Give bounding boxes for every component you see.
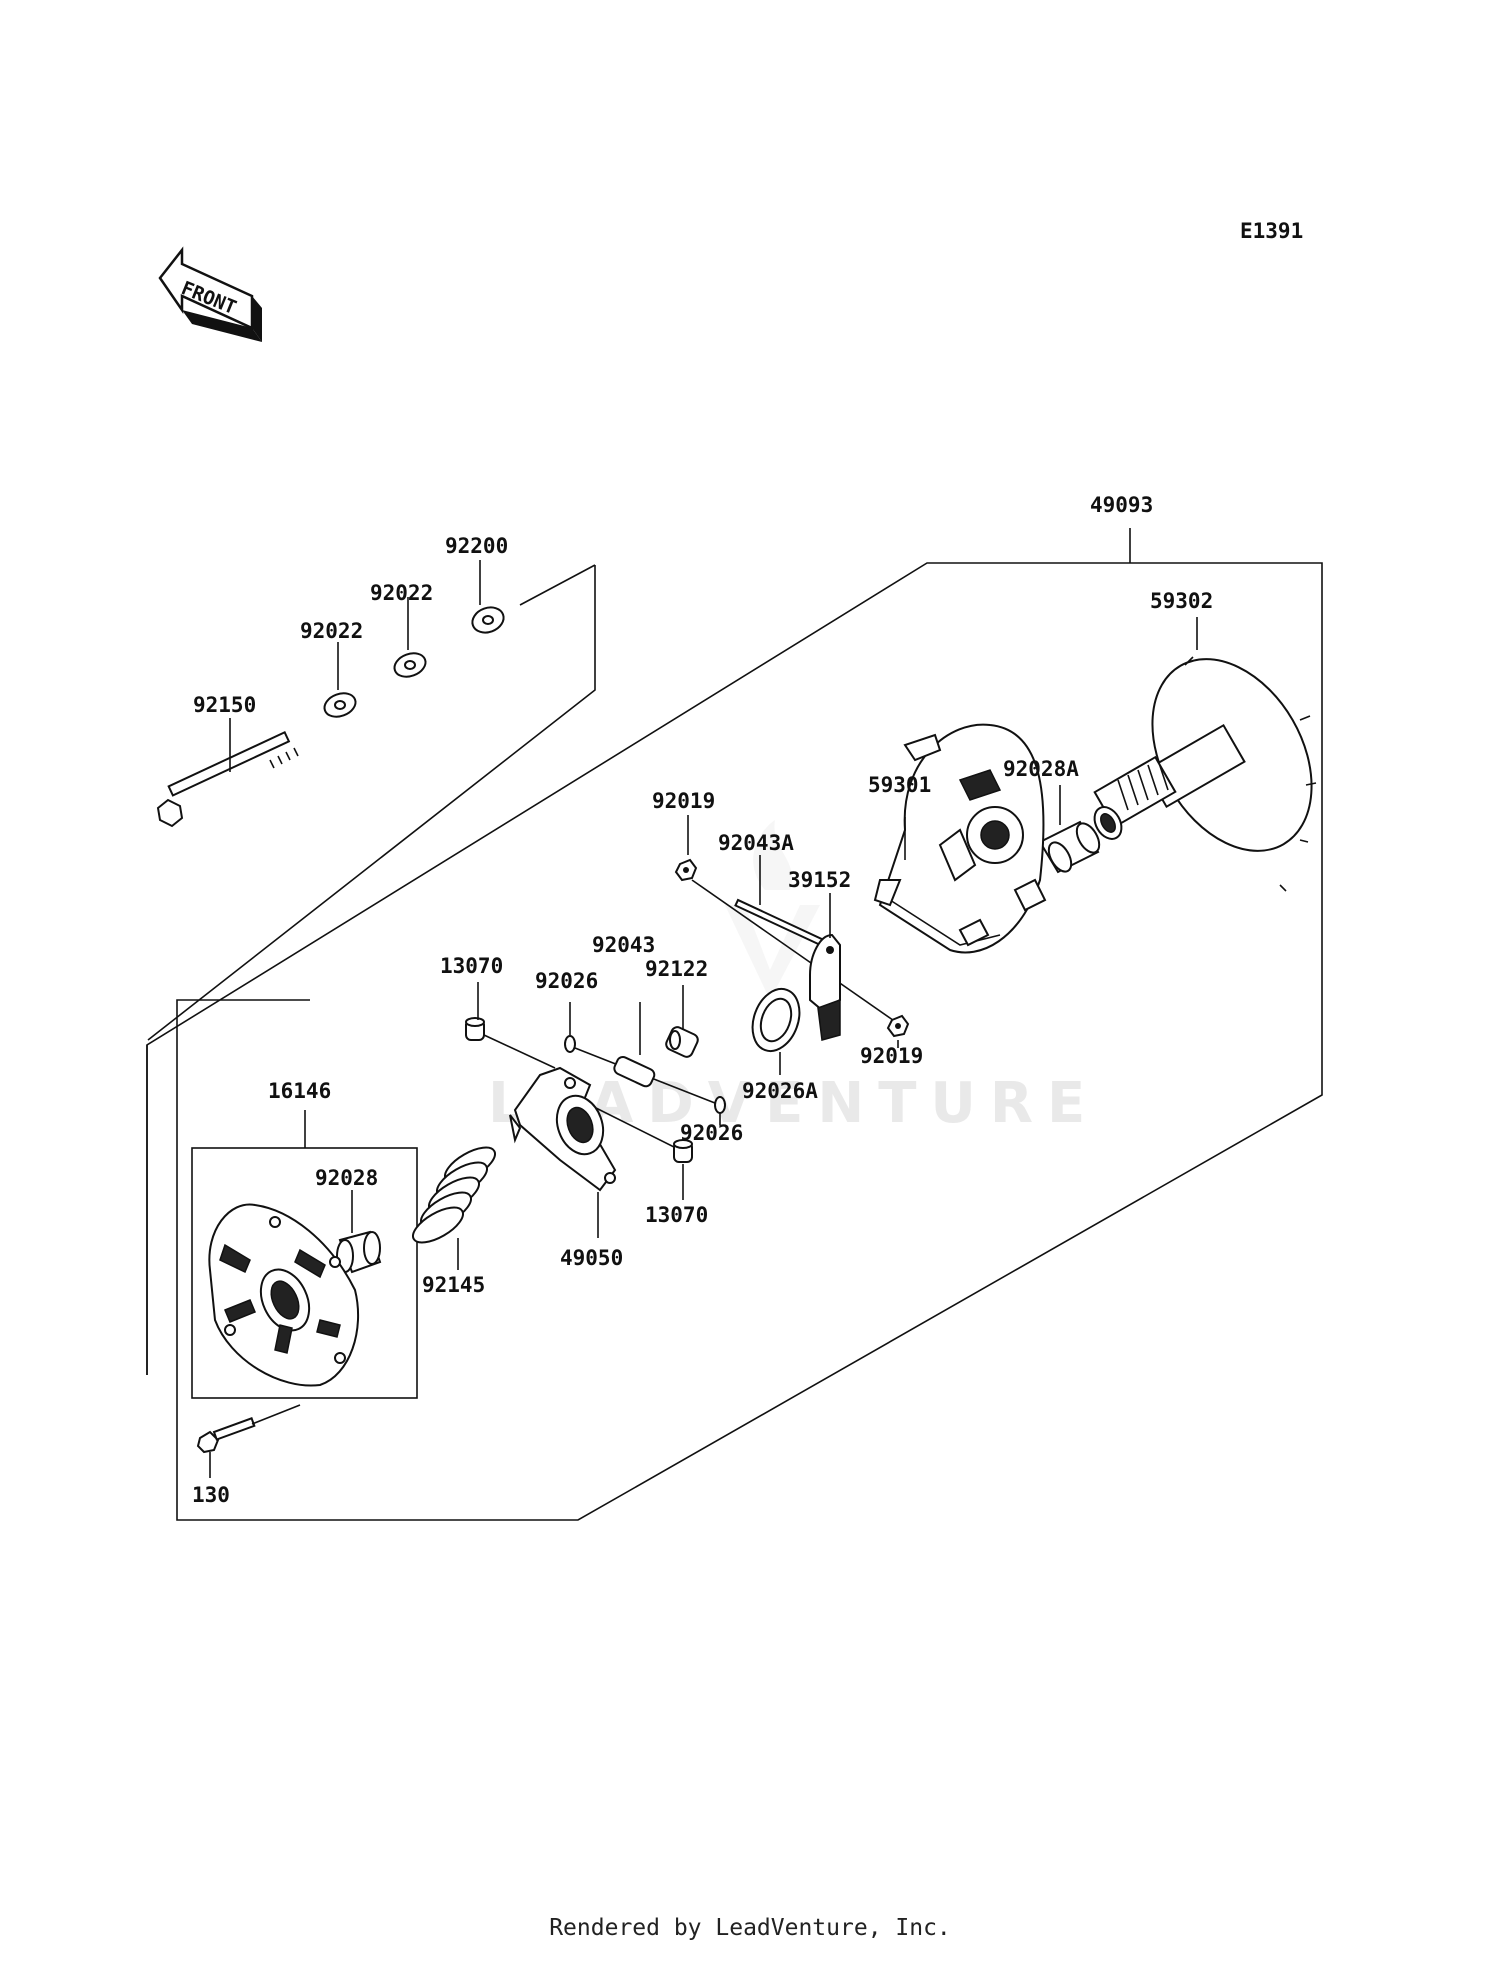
label-92200: 92200 xyxy=(445,534,508,558)
label-92043A: 92043A xyxy=(718,831,794,855)
front-arrow: FRONT xyxy=(158,246,262,342)
washer-92022-upper xyxy=(393,652,427,678)
footer-credit: Rendered by LeadVenture, Inc. xyxy=(549,1915,951,1941)
label-92026-upper: 92026 xyxy=(535,969,598,993)
fixed-sheave-59302 xyxy=(1093,656,1317,892)
nut-92019-lower xyxy=(886,1014,910,1038)
label-92145: 92145 xyxy=(422,1273,485,1297)
spider-49050 xyxy=(509,1066,617,1192)
label-92043: 92043 xyxy=(592,933,655,957)
label-13070-upper: 13070 xyxy=(440,954,503,978)
assembly-outline-49093 xyxy=(146,528,1323,1521)
washer-92022-lower xyxy=(323,692,357,718)
label-92026A: 92026A xyxy=(742,1079,818,1103)
washer-92026A xyxy=(751,988,801,1052)
bolt-130 xyxy=(196,1417,256,1454)
spider-axis-line-1 xyxy=(483,1034,556,1069)
label-92028A: 92028A xyxy=(1003,757,1079,781)
washer-92200 xyxy=(471,606,505,634)
roller-92122 xyxy=(665,1026,699,1058)
bolt-130-axis xyxy=(251,1404,301,1425)
bolt-92150 xyxy=(156,730,299,828)
washer-92026-upper xyxy=(564,1035,576,1053)
label-92028: 92028 xyxy=(315,1166,378,1190)
spring-92145 xyxy=(412,1146,496,1244)
bushing-92028 xyxy=(336,1230,382,1274)
label-49050: 49050 xyxy=(560,1246,623,1270)
label-92022-upper: 92022 xyxy=(370,581,433,605)
label-92019-upper: 92019 xyxy=(652,789,715,813)
label-92150: 92150 xyxy=(193,693,256,717)
label-92022-lower: 92022 xyxy=(300,619,363,643)
bolt-washer-box xyxy=(147,564,596,1041)
label-16146: 16146 xyxy=(268,1079,331,1103)
label-39152: 39152 xyxy=(788,868,851,892)
label-92019-lower: 92019 xyxy=(860,1044,923,1068)
movable-sheave-59301 xyxy=(873,723,1047,954)
nut-92019-upper xyxy=(674,858,698,882)
label-59301: 59301 xyxy=(868,773,931,797)
washer-92026-lower xyxy=(714,1096,726,1114)
bushing-13070-upper xyxy=(465,1017,485,1041)
diagram-code: E1391 xyxy=(1240,219,1303,243)
spider-axis-line-2 xyxy=(589,1104,681,1151)
bushing-92028A xyxy=(1038,820,1101,874)
bushing-13070-lower xyxy=(673,1139,693,1163)
label-49093: 49093 xyxy=(1090,493,1153,517)
label-59302: 59302 xyxy=(1150,589,1213,613)
label-92122: 92122 xyxy=(645,957,708,981)
label-13070-lower: 13070 xyxy=(645,1203,708,1227)
pin-92043 xyxy=(613,1055,656,1088)
pin-axis-line xyxy=(691,879,901,1026)
label-92026-lower: 92026 xyxy=(680,1121,743,1145)
weight-39152 xyxy=(809,933,841,1041)
cover-16146 xyxy=(208,1203,360,1387)
label-130: 130 xyxy=(192,1483,230,1507)
